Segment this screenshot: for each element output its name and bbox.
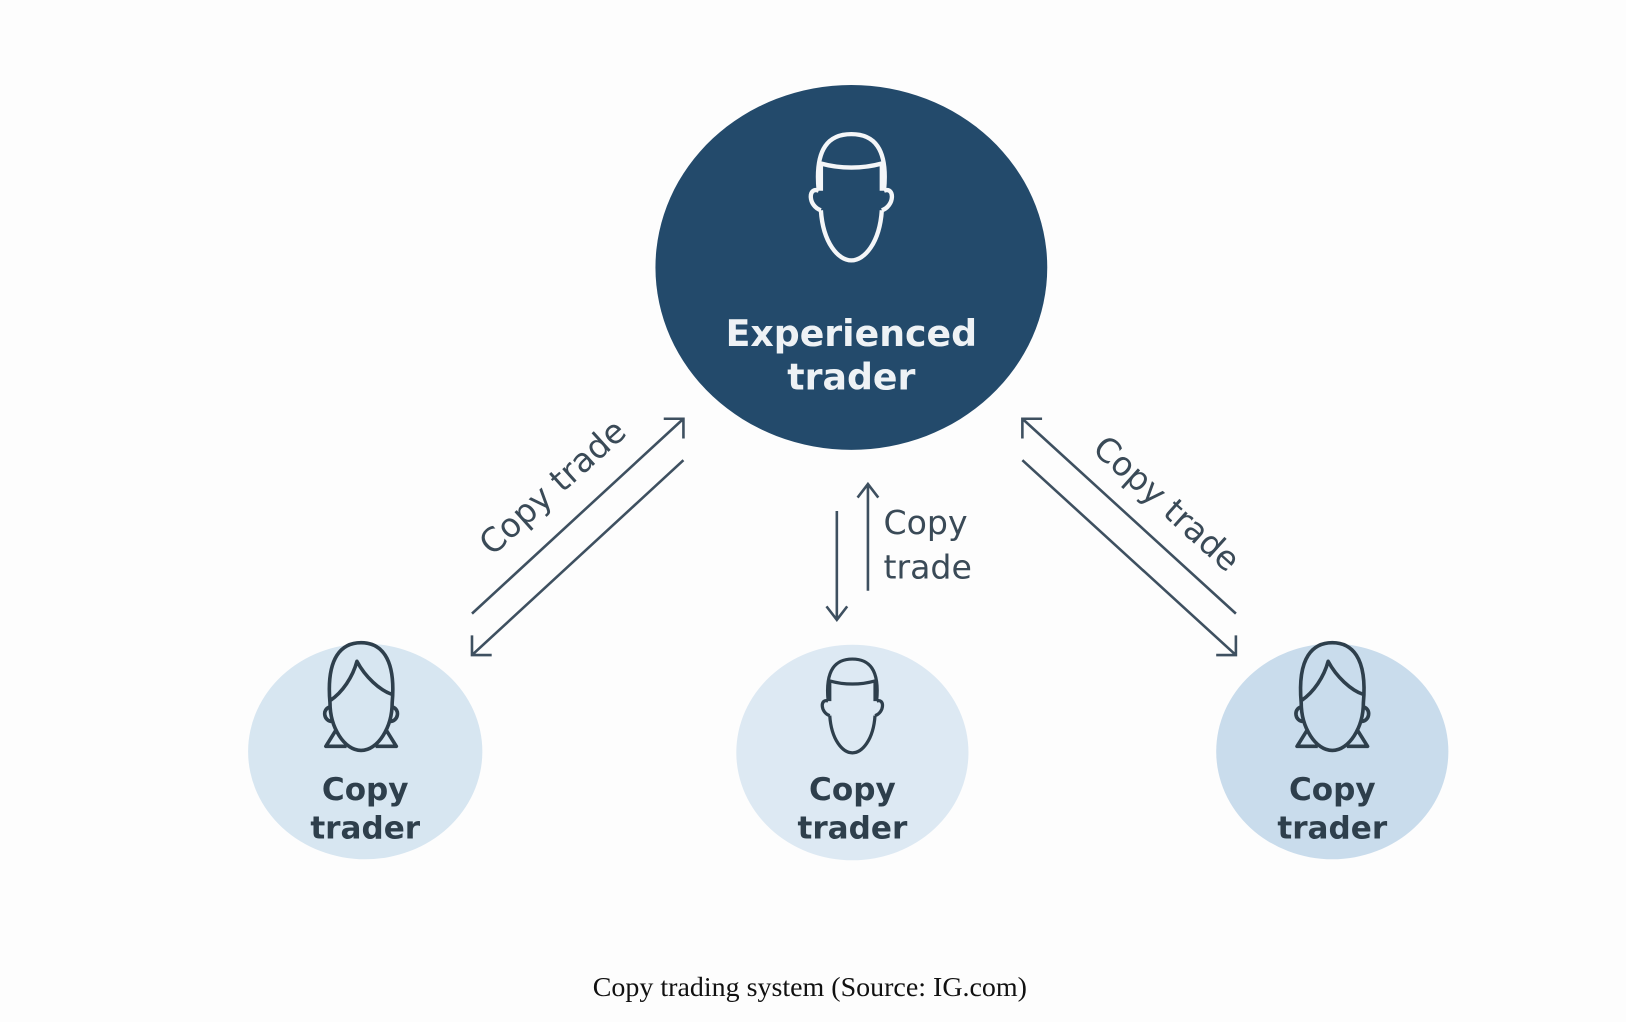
experienced-trader-label-line2: trader xyxy=(787,356,915,399)
arrow-up-left-pair xyxy=(471,417,685,615)
arrow-up-right-pair xyxy=(1021,417,1237,615)
figure-caption: Copy trading system (Source: IG.com) xyxy=(593,972,1027,1003)
experienced-trader-node: Experienced trader xyxy=(655,84,1048,450)
copy-trader-node-right: Copy trader xyxy=(1216,640,1449,860)
copy-trader-label-line1: Copy xyxy=(322,772,409,808)
edge-label-middle-line1: Copy xyxy=(883,503,967,542)
edge-label-middle-line2: trade xyxy=(883,547,971,586)
arrow-down-middle xyxy=(825,510,849,622)
experienced-trader-label-line1: Experienced xyxy=(726,312,978,355)
copy-trader-label-line1: Copy xyxy=(1289,772,1376,808)
copy-trader-node-middle: Copy trader xyxy=(736,644,969,861)
copy-trader-label-line2: trader xyxy=(797,811,907,847)
copy-trader-label-line2: trader xyxy=(1277,811,1387,847)
edge-label-right: Copy trade xyxy=(1086,428,1248,579)
arrows xyxy=(470,417,1238,657)
copy-trader-label-line1: Copy xyxy=(809,772,896,808)
copy-trader-label-line2: trader xyxy=(310,811,420,847)
arrow-down-right-pair xyxy=(1021,459,1238,657)
copy-trader-node-left: Copy trader xyxy=(248,640,483,860)
arrow-down-left-pair xyxy=(470,459,685,657)
arrow-up-middle xyxy=(856,481,880,591)
experienced-trader-circle xyxy=(655,84,1048,450)
